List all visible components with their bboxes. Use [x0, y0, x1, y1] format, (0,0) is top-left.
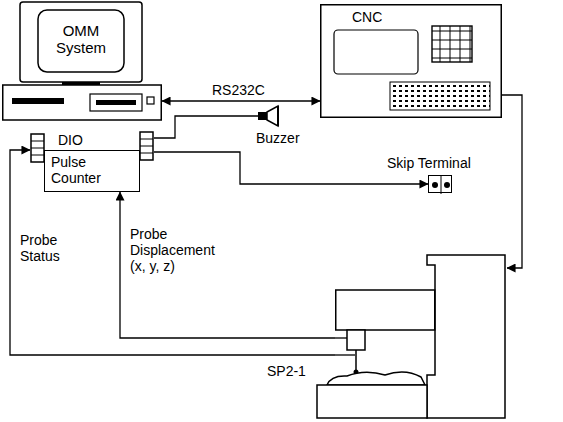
cnc-controller-drawing: [320, 4, 502, 118]
skip-terminal-drawing: [429, 176, 453, 194]
connector-label: Probe Displacement (x, y, z): [130, 226, 230, 274]
computer: OMM System: [2, 0, 162, 122]
machine-tool-drawing: [335, 255, 507, 418]
signal-line: [162, 100, 320, 101]
buzzer-symbol-drawing: [258, 106, 298, 126]
signal-line: [154, 152, 428, 184]
connector-label: RS232C: [212, 82, 265, 98]
node-text: Buzzer: [256, 130, 300, 146]
signal-line: [502, 95, 522, 268]
machine-tool: SP2-1: [335, 255, 507, 418]
computer-drawing: [2, 0, 162, 122]
node-text: OMM System: [38, 22, 124, 57]
node-text: Skip Terminal: [387, 155, 471, 171]
node-text: Pulse Counter: [51, 154, 123, 186]
node-text: SP2-1: [267, 363, 306, 379]
dio-board: DIO Pulse Counter: [30, 130, 154, 192]
signal-line: [120, 192, 335, 338]
cnc-controller: CNC: [320, 4, 502, 118]
buzzer-symbol: Buzzer: [258, 106, 298, 126]
signal-line: [10, 150, 335, 355]
signal-line: [154, 116, 258, 138]
pulse-counter-box: Pulse Counter: [44, 150, 140, 192]
node-text: DIO: [58, 132, 83, 148]
connector-label: Probe Status: [20, 232, 72, 264]
skip-terminal: Skip Terminal: [428, 175, 452, 193]
node-text: CNC: [352, 9, 382, 25]
